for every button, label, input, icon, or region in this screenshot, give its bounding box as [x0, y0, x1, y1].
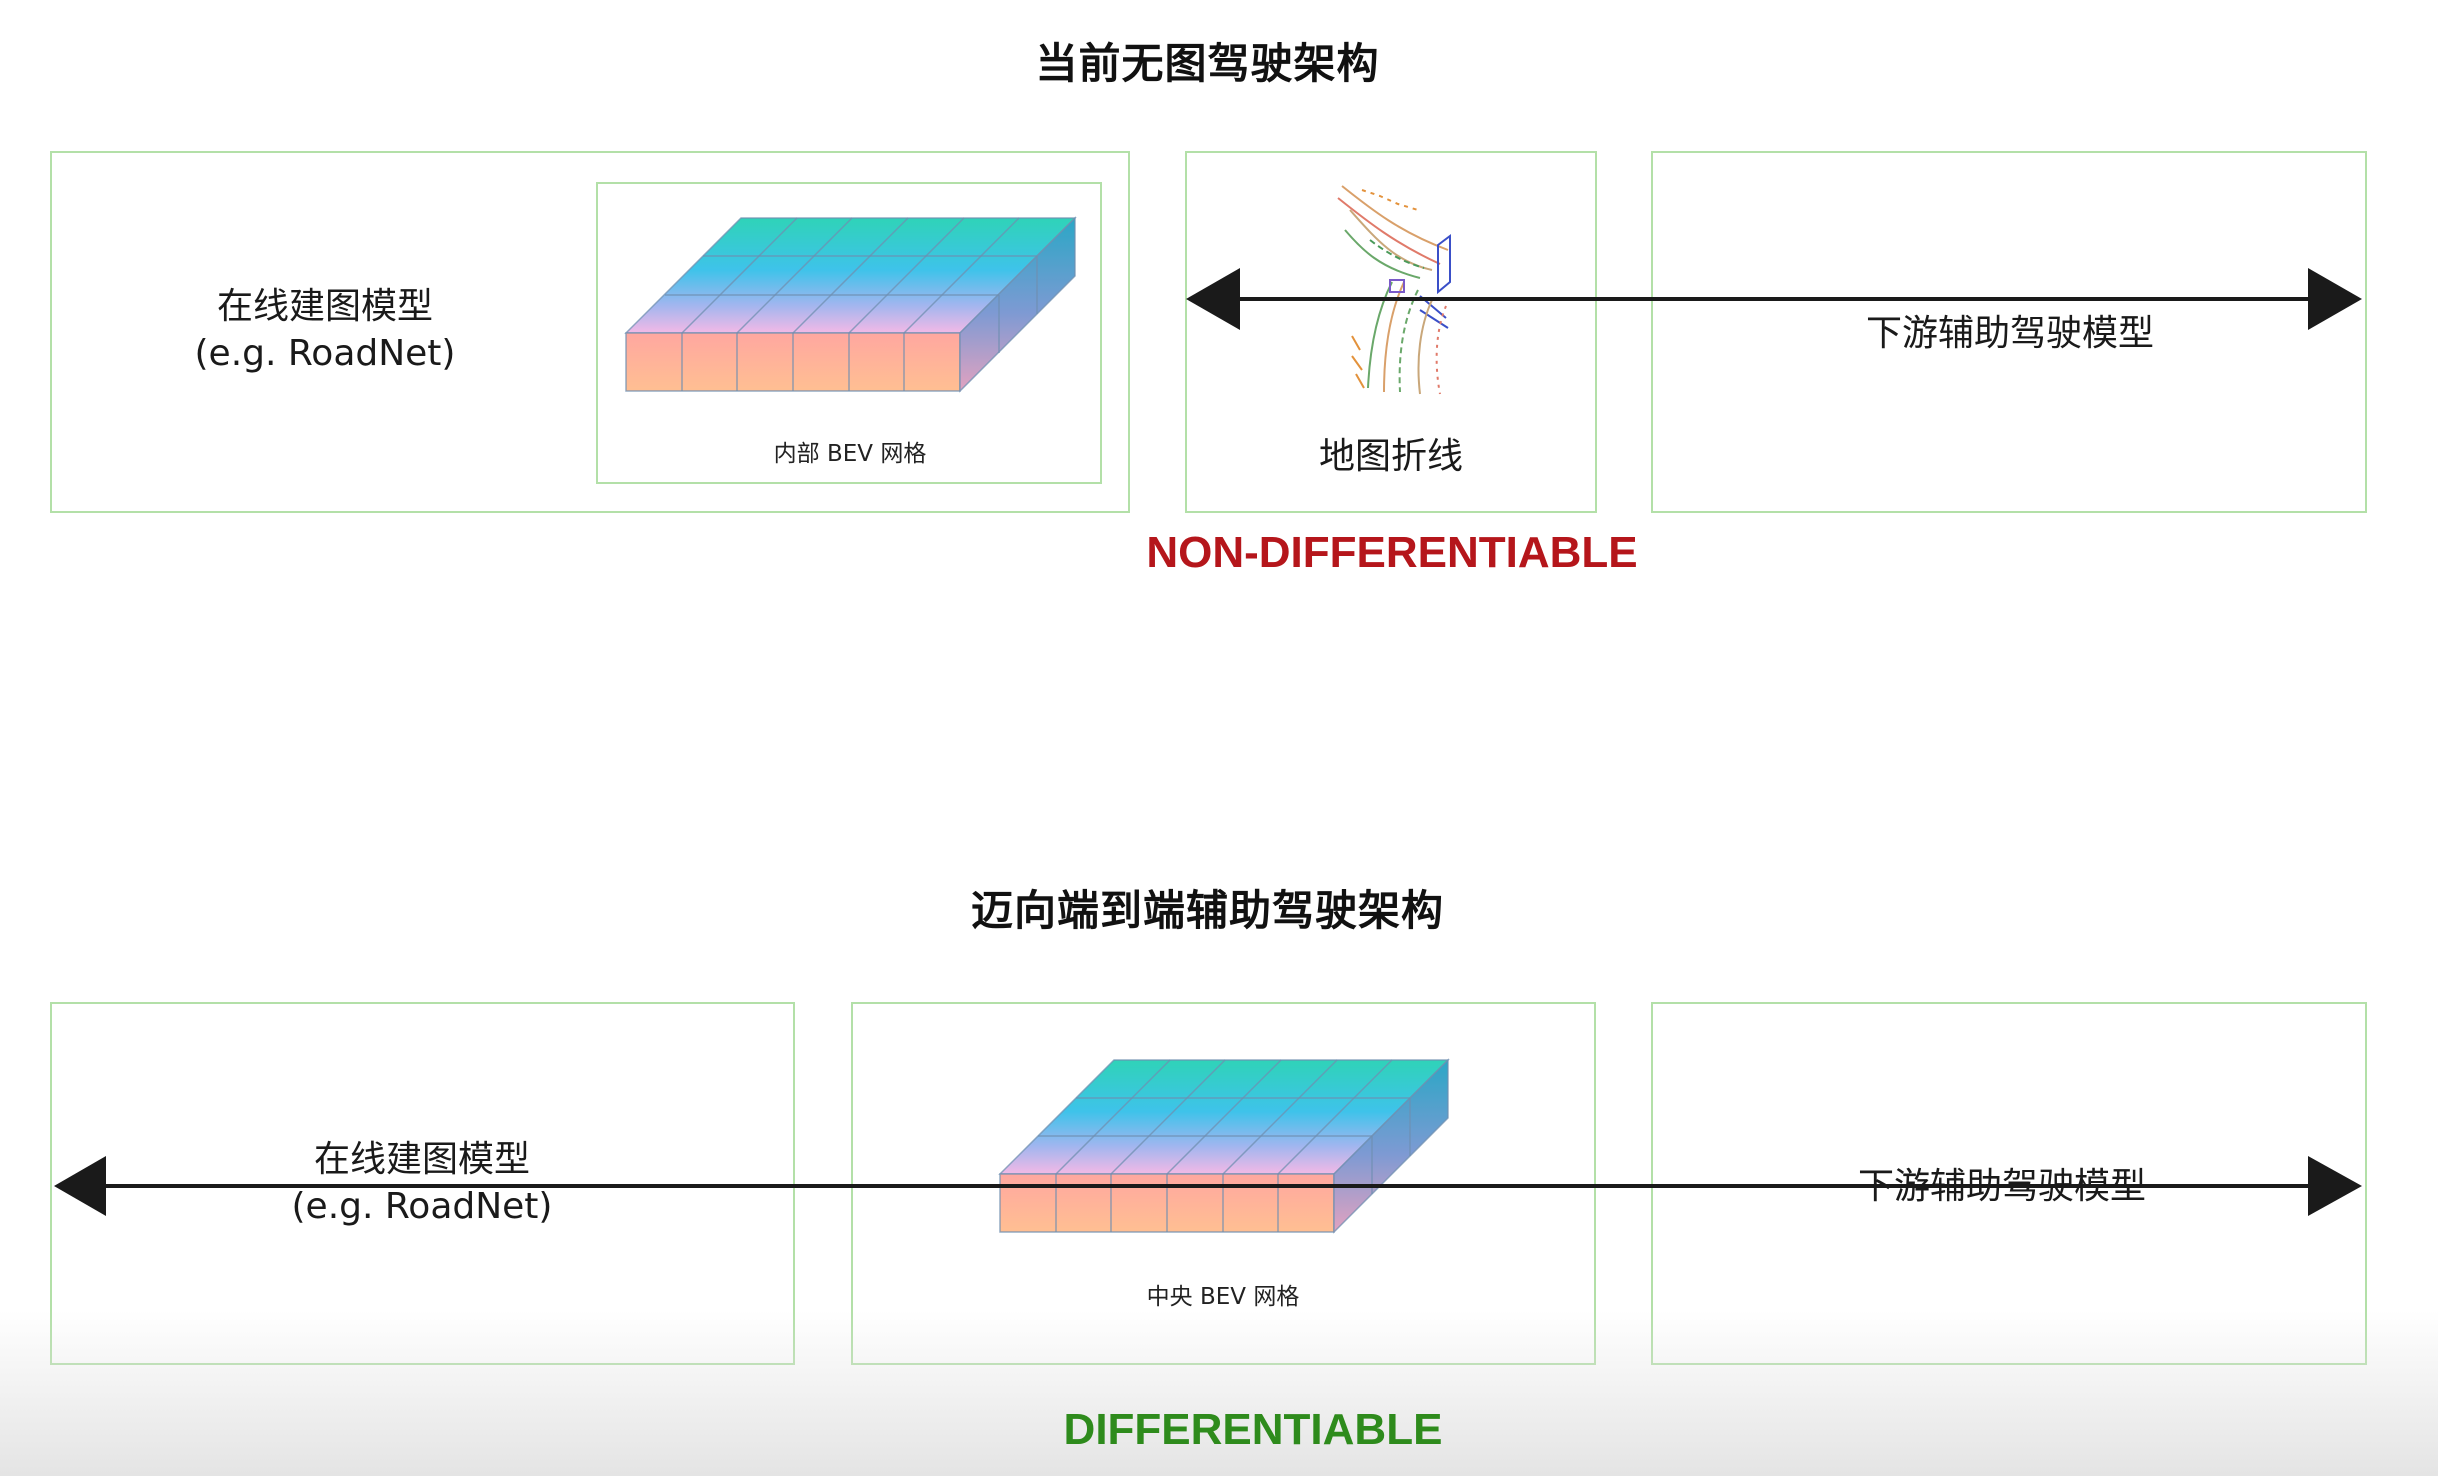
map-polyline-icon	[1337, 185, 1451, 395]
top-middle-box	[1185, 151, 1597, 513]
bottom-online-mapping-label: 在线建图模型 (e.g. RoadNet)	[247, 1136, 597, 1230]
bottom-title: 迈向端到端辅助驾驶架构	[970, 886, 1444, 935]
top-arrow	[1186, 268, 2362, 330]
bottom-status-differentiable: DIFFERENTIABLE	[1063, 1405, 1443, 1454]
top-downstream-label: 下游辅助驾驶模型	[1865, 313, 2154, 354]
top-bev-grid-icon	[624, 216, 1077, 393]
bottom-arrow	[54, 1156, 2362, 1216]
bottom-grid-caption: 中央 BEV 网格	[1146, 1284, 1300, 1310]
top-online-mapping-name: 在线建图模型	[216, 286, 433, 327]
top-title: 当前无图驾驶架构	[1035, 39, 1380, 88]
bottom-bev-grid-icon	[998, 1058, 1450, 1234]
top-right-box	[1651, 151, 2367, 513]
top-bev-grid-frame	[596, 182, 1102, 484]
top-online-mapping-label: 在线建图模型 (e.g. RoadNet)	[150, 283, 500, 377]
top-online-mapping-example: (e.g. RoadNet)	[194, 333, 456, 374]
bottom-online-mapping-name: 在线建图模型	[313, 1139, 530, 1180]
top-polyline-caption: 地图折线	[1318, 436, 1463, 477]
top-left-box	[50, 151, 1130, 513]
top-status-non-differentiable: NON-DIFFERENTIABLE	[1146, 528, 1638, 577]
top-grid-caption: 内部 BEV 网格	[773, 441, 927, 467]
bottom-online-mapping-example: (e.g. RoadNet)	[291, 1186, 553, 1227]
